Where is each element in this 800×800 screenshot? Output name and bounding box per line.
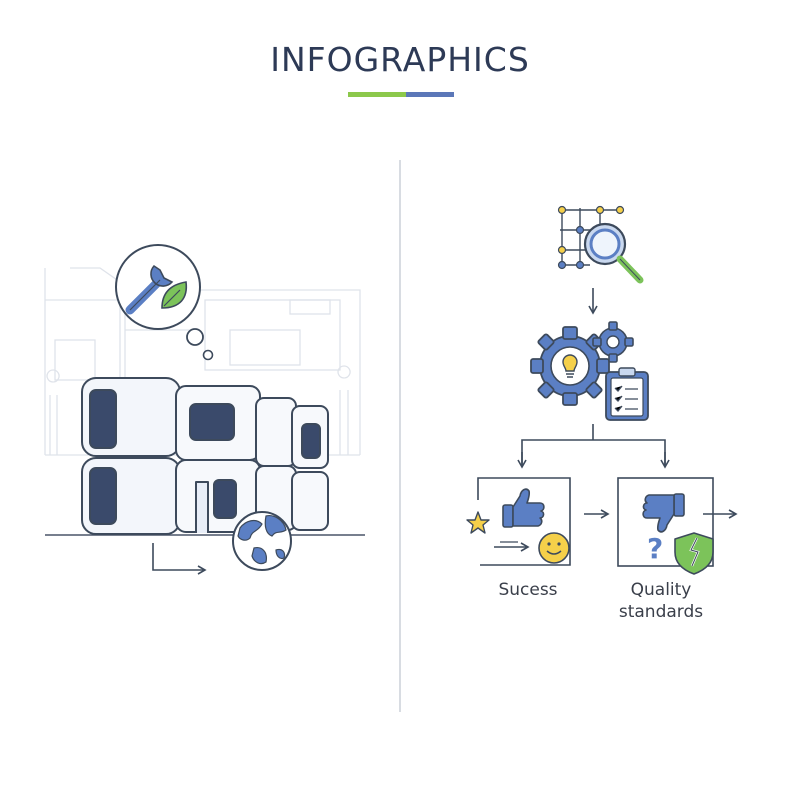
window-3 xyxy=(189,403,235,441)
broken-shield-icon xyxy=(674,532,714,575)
success-card xyxy=(466,477,571,566)
thumbs-up-icon xyxy=(502,488,545,528)
module-bottom-4 xyxy=(291,471,329,531)
quality-card: ? xyxy=(617,477,738,575)
window-5 xyxy=(213,479,237,519)
title-underline-green xyxy=(348,92,406,97)
star-icon xyxy=(466,511,490,534)
window-2 xyxy=(89,467,117,525)
question-icon: ? xyxy=(647,532,663,565)
modular-building xyxy=(81,377,329,535)
smiley-icon xyxy=(538,532,570,564)
flow-arrow-left xyxy=(152,543,207,575)
grid-search-icon xyxy=(557,205,644,284)
gear-lightbulb-icon xyxy=(530,321,634,406)
leaf-icon xyxy=(161,281,188,309)
maintenance-bubble xyxy=(115,244,214,361)
outcome-label-quality: Quality standards xyxy=(618,580,704,622)
outcome-label-success: Sucess xyxy=(498,580,558,600)
branch-connector xyxy=(521,439,666,466)
panel-divider xyxy=(399,160,401,712)
wrench-icon xyxy=(125,264,174,315)
title-underline-blue xyxy=(406,92,454,97)
door xyxy=(195,481,209,533)
clipboard-icon xyxy=(605,367,649,421)
thumbs-down-icon xyxy=(642,493,685,533)
globe-icon xyxy=(232,511,292,571)
module-top-3 xyxy=(255,397,297,467)
page-title: INFOGRAPHICS xyxy=(270,40,530,79)
window-1 xyxy=(89,389,117,449)
window-4 xyxy=(301,423,321,459)
